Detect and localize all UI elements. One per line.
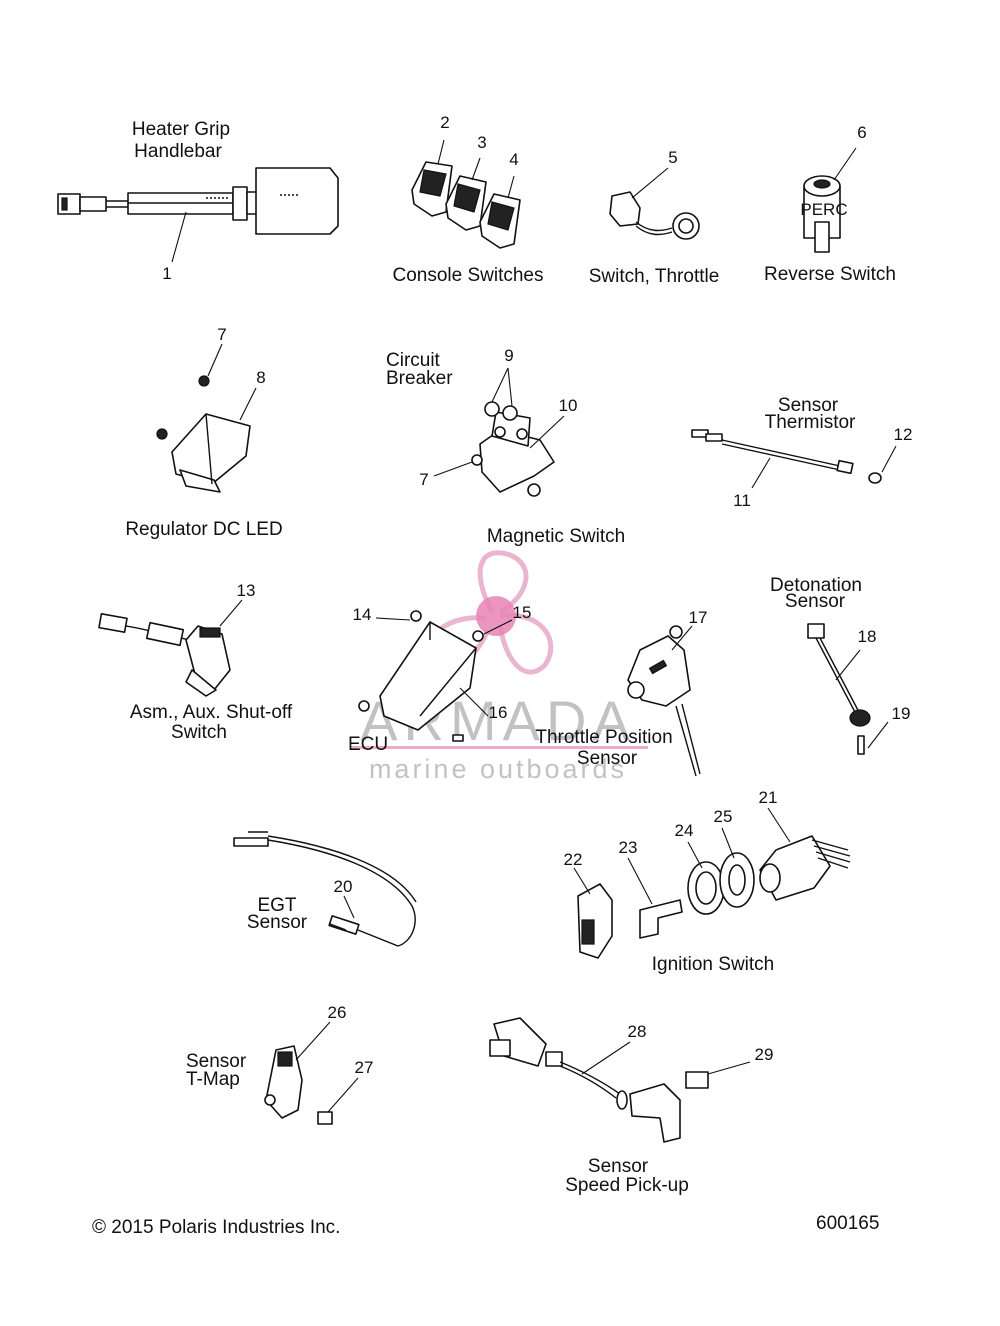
watermark-underline	[350, 746, 648, 749]
callout-6: 6	[857, 123, 866, 142]
callout-19: 19	[892, 704, 911, 723]
callout-9: 9	[504, 346, 513, 365]
callout-18: 18	[858, 627, 877, 646]
callout-11: 11	[733, 491, 751, 510]
label-aux-shutoff-2: Switch	[171, 722, 227, 743]
propeller-hub-icon	[476, 596, 516, 636]
copyright-text: 2015 Polaris Industries Inc.	[111, 1217, 341, 1238]
label-tmap-1: Sensor	[186, 1051, 247, 1072]
callout-26: 26	[328, 1003, 347, 1022]
label-ecu: ECU	[348, 734, 388, 755]
label-regulator: Regulator DC LED	[125, 519, 282, 540]
callout-4: 4	[509, 150, 518, 169]
sensor-thermistor	[691, 429, 897, 489]
label-magnetic-switch: Magnetic Switch	[487, 526, 625, 547]
label-ignition-switch: Ignition Switch	[652, 954, 775, 975]
callout-14: 14	[353, 605, 372, 624]
throttle-switch	[609, 167, 700, 240]
drawing-number: 600165	[816, 1213, 880, 1234]
label-tmap-2: T-Map	[186, 1069, 240, 1090]
reverse-switch: PERC	[800, 147, 857, 253]
label-circuit-breaker-1: Circuit	[386, 350, 441, 371]
label-switch-throttle: Switch, Throttle	[589, 266, 720, 287]
label-egt-2: Sensor	[247, 912, 308, 933]
callout-3: 3	[477, 133, 486, 152]
heater-grip-handlebar	[57, 167, 339, 263]
label-heater-grip-1: Heater Grip	[132, 119, 230, 140]
label-reverse-switch: Reverse Switch	[764, 264, 896, 285]
watermark-tagline: marine outboards	[369, 754, 627, 784]
label-detonation-1: Detonation	[770, 575, 862, 596]
callout-15: 15	[513, 603, 532, 622]
callout-27: 27	[355, 1058, 374, 1077]
callout-24: 24	[675, 821, 694, 840]
callout-8: 8	[256, 368, 265, 387]
rocker-switch-2	[411, 161, 453, 217]
callout-28: 28	[628, 1022, 647, 1041]
callout-22: 22	[564, 850, 583, 869]
rocker-switch-4	[479, 193, 521, 249]
ignition-switch	[573, 807, 851, 959]
callout-numbers: 1 2 3 4 5 6 7 8 9 10 7 11 12 13 14 15 16…	[162, 113, 912, 1077]
callout-16: 16	[489, 703, 508, 722]
label-aux-shutoff-1: Asm., Aux. Shut-off	[130, 702, 293, 723]
copyright-icon: ©	[92, 1217, 106, 1238]
console-switches	[411, 139, 521, 249]
detonation-sensor	[807, 623, 889, 755]
label-circuit-breaker-2: Breaker	[386, 368, 453, 389]
callout-7a: 7	[217, 325, 226, 344]
callout-17: 17	[689, 608, 708, 627]
aux-shutoff-switch	[98, 599, 243, 697]
sensor-tmap	[264, 1021, 359, 1125]
egt-sensor	[233, 831, 417, 947]
callout-25: 25	[714, 807, 733, 826]
callout-29: 29	[755, 1045, 774, 1064]
callout-1: 1	[162, 264, 171, 283]
label-throttle-position-1: Throttle Position	[535, 727, 672, 748]
copyright-notice: © 2015 Polaris Industries Inc.	[92, 1217, 340, 1239]
callout-10: 10	[559, 396, 578, 415]
callout-21: 21	[759, 788, 778, 807]
sensor-speed-pickup	[489, 1017, 751, 1143]
part-labels: Heater Grip Handlebar Console Switches S…	[125, 119, 896, 1196]
callout-13: 13	[237, 581, 256, 600]
perc-marking: PERC	[800, 200, 847, 219]
label-sensor-thermistor-2: Thermistor	[765, 412, 856, 433]
ecu	[358, 610, 513, 742]
label-speed-pickup-2: Speed Pick-up	[565, 1175, 689, 1196]
label-egt-1: EGT	[257, 895, 296, 916]
callout-2: 2	[440, 113, 449, 132]
rocker-switch-3	[445, 175, 487, 231]
callout-23: 23	[619, 838, 638, 857]
label-heater-grip-2: Handlebar	[134, 141, 222, 162]
label-throttle-position-2: Sensor	[577, 748, 638, 769]
label-sensor-thermistor-1: Sensor	[778, 395, 839, 416]
magnetic-switch	[433, 367, 565, 497]
label-detonation-2: Sensor	[785, 591, 846, 612]
label-speed-pickup-1: Sensor	[588, 1156, 649, 1177]
callout-12: 12	[894, 425, 913, 444]
regulator-dc-led	[156, 343, 257, 493]
throttle-position-sensor	[627, 625, 701, 777]
callout-20: 20	[334, 877, 353, 896]
label-console-switches: Console Switches	[392, 265, 543, 286]
callout-7b: 7	[419, 470, 428, 489]
callout-5: 5	[668, 148, 677, 167]
